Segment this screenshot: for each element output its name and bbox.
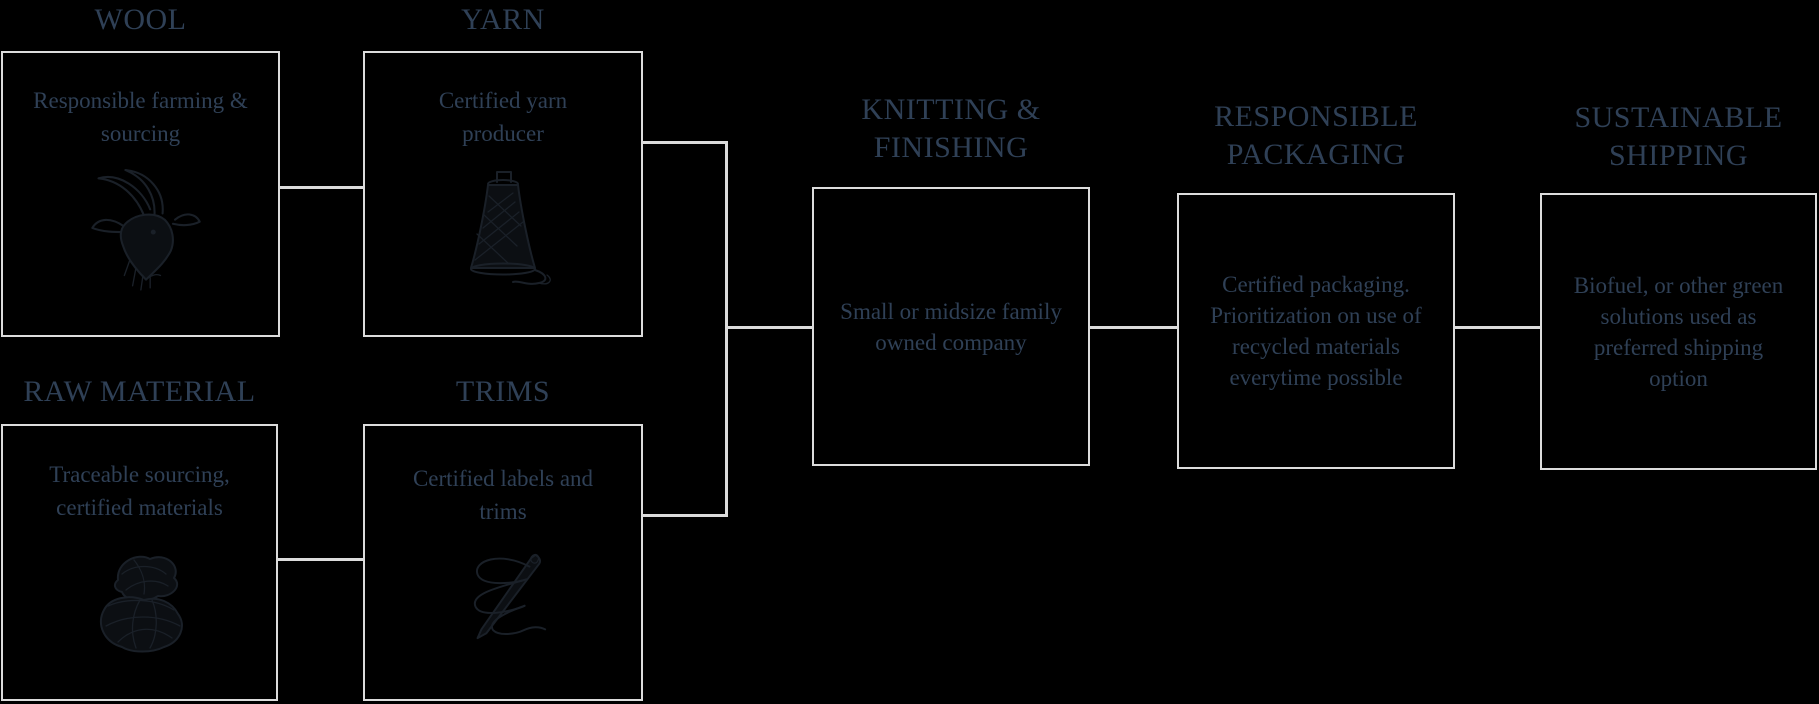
yarn-description: Certified yarn producer bbox=[363, 84, 643, 150]
connector-knitting-packaging bbox=[1090, 326, 1177, 329]
yarn-title-line: YARN bbox=[461, 3, 545, 36]
text-line: sourcing bbox=[100, 121, 181, 146]
raw-material-title-line: RAW MATERIAL bbox=[23, 375, 256, 408]
connector-trims-junction bbox=[643, 514, 728, 517]
trims-description: Certified labels and trims bbox=[363, 462, 643, 528]
knitting-finishing-box bbox=[812, 187, 1090, 466]
yarn-cone-icon bbox=[470, 171, 551, 285]
text-line: option bbox=[1649, 365, 1708, 391]
text-line: Certified packaging. bbox=[1222, 272, 1410, 297]
sustainable-shipping-box bbox=[1540, 193, 1817, 470]
sustainable-shipping-title-line: SUSTAINABLE bbox=[1574, 101, 1783, 134]
text-line: Biofuel, or other green bbox=[1573, 272, 1784, 298]
connector-wool-yarn bbox=[280, 186, 363, 189]
raw-material-description: Traceable sourcing, certified materials bbox=[1, 458, 278, 524]
text-line: preferred shipping bbox=[1593, 334, 1764, 360]
responsible-packaging-title-line: RESPONSIBLE bbox=[1214, 100, 1418, 133]
knitting-finishing-title: KNITTING & FINISHING bbox=[812, 91, 1090, 167]
wool-title-line: WOOL bbox=[94, 3, 187, 36]
trims-title: TRIMS bbox=[363, 373, 643, 411]
connector-rawmaterial-trims bbox=[278, 558, 363, 561]
junction-vertical-line bbox=[725, 141, 728, 517]
trims-box bbox=[363, 424, 643, 701]
knitting-finishing-description: Small or midsize family owned company bbox=[812, 187, 1090, 466]
text-line: Responsible farming & bbox=[33, 88, 248, 113]
responsible-packaging-description: Certified packaging. Prioritization on u… bbox=[1177, 193, 1455, 469]
knitting-finishing-title-line: KNITTING & bbox=[861, 93, 1041, 126]
knitting-finishing-title-line: FINISHING bbox=[873, 131, 1029, 164]
wool-title: WOOL bbox=[1, 1, 280, 39]
needle-thread-icon bbox=[473, 553, 547, 640]
text-line: owned company bbox=[875, 329, 1027, 355]
raw-material-title: RAW MATERIAL bbox=[1, 373, 278, 411]
yarn-box bbox=[363, 51, 643, 337]
wool-description: Responsible farming & sourcing bbox=[1, 84, 280, 150]
yarn-title: YARN bbox=[363, 1, 643, 39]
text-line: Small or midsize family bbox=[840, 298, 1062, 324]
goat-icon bbox=[91, 169, 201, 291]
text-line: certified materials bbox=[56, 495, 223, 520]
trims-title-line: TRIMS bbox=[455, 375, 551, 408]
wool-box bbox=[1, 51, 280, 337]
yarn-ball-icon bbox=[99, 555, 183, 653]
responsible-packaging-title-line: PACKAGING bbox=[1226, 138, 1406, 171]
sustainable-shipping-title: SUSTAINABLE SHIPPING bbox=[1540, 99, 1817, 175]
text-line: everytime possible bbox=[1229, 365, 1403, 390]
text-line: producer bbox=[462, 121, 544, 146]
sustainable-shipping-title-line: SHIPPING bbox=[1608, 139, 1749, 172]
responsible-packaging-box bbox=[1177, 193, 1455, 469]
connector-packaging-shipping bbox=[1455, 326, 1540, 329]
sustainable-shipping-description: Biofuel, or other green solutions used a… bbox=[1540, 193, 1817, 470]
text-line: Certified yarn bbox=[438, 88, 568, 113]
text-line: solutions used as bbox=[1600, 303, 1757, 329]
connector-junction-knitting bbox=[728, 326, 812, 329]
raw-material-box bbox=[1, 424, 278, 701]
text-line: trims bbox=[479, 499, 527, 524]
text-line: recycled materials bbox=[1232, 334, 1400, 359]
connector-yarn-junction bbox=[643, 141, 728, 144]
responsible-packaging-title: RESPONSIBLE PACKAGING bbox=[1177, 98, 1455, 174]
text-line: Prioritization on use of bbox=[1210, 303, 1422, 328]
text-line: Traceable sourcing, bbox=[49, 462, 230, 487]
text-line: Certified labels and bbox=[412, 466, 594, 491]
